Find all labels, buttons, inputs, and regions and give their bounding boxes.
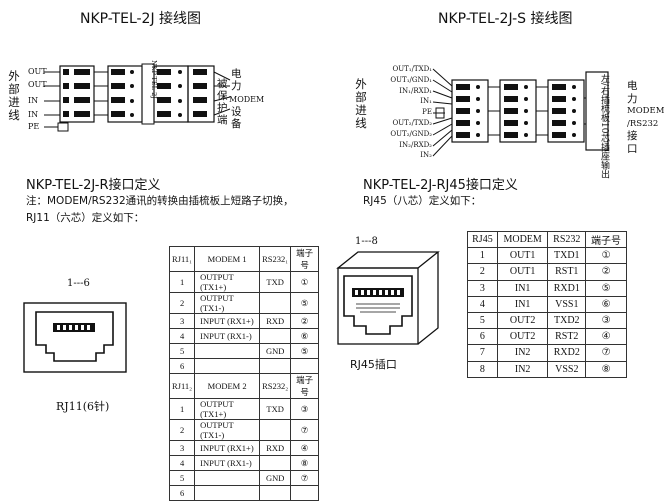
rj11-note-line2: RJ11（六芯）定义如下： <box>26 212 145 224</box>
label-dian: 电 <box>231 68 242 80</box>
right-port-labels: OUT₁/TXD₁ OUT₁/GND₁ IN₁/RXD₁ IN₁ PE OUT₂… <box>374 64 432 161</box>
label-bei: 被 <box>217 78 228 90</box>
left-port-in-2: IN <box>28 110 39 119</box>
th-rj11-2: RJ11₂ <box>168 373 196 399</box>
left-external-input-label: 外部进线 <box>8 69 20 122</box>
th-terminal: 端子号 <box>585 230 627 249</box>
label-hu: 护 <box>217 102 228 114</box>
rj45-table-header: RJ45 MODEM RS232 端子号 <box>467 230 627 249</box>
label-rs232-r: /RS232 <box>627 118 659 129</box>
left-diagram-title: NKP-TEL-2J 接线图 <box>80 11 202 27</box>
port-out1-gnd1: OUT₁/GND₁ <box>390 75 432 84</box>
rj11-caption: RJ11(6针) <box>56 400 110 413</box>
port-out2-txd2: OUT₂/TXD₂ <box>392 118 432 127</box>
th-rs232-2: RS232₂ <box>259 373 292 399</box>
port-in1-rxd1: IN₁/RXD₁ <box>399 86 432 95</box>
rj45-note: RJ45（八芯）定义如下： <box>363 195 482 207</box>
label-dian-r: 电 <box>627 80 638 92</box>
label-bei-device: 备 <box>231 118 242 130</box>
rj11-section-heading: NKP-TEL-2J-R接口定义 <box>26 178 161 193</box>
right-modem-labels: 电 力 MODEM /RS232 接 口 <box>627 80 664 155</box>
label-kou-r: 口 <box>627 142 638 155</box>
left-port-pe: PE <box>28 122 40 131</box>
label-duan: 端 <box>217 114 228 126</box>
left-port-out-2: OUT <box>28 80 47 89</box>
port-in1: IN₁ <box>420 97 432 106</box>
label-bao: 保 <box>217 90 228 102</box>
th-rs232: RS232 <box>547 230 587 249</box>
left-wiring-diagram <box>44 63 231 132</box>
rj45-pin-range: 1---8 <box>355 236 378 247</box>
port-out1-txd1: OUT₁/TXD₁ <box>392 65 432 73</box>
rj11-pin-range: 1---6 <box>67 278 90 289</box>
left-device-label: NKP-TEL-2J <box>150 60 158 99</box>
right-board-label: 左/右插梳板10芯插座输出 <box>599 74 609 179</box>
rj11-note-line1: 注：MODEM/RS232通讯的转换由插梳板上短路子切换， <box>26 195 294 207</box>
right-external-input-label: 外部进线 <box>355 77 367 130</box>
left-port-in-1: IN <box>28 96 39 105</box>
label-she: 设 <box>231 106 242 118</box>
right-diagram-title: NKP-TEL-2J-S 接线图 <box>438 11 573 27</box>
label-modem-r: MODEM <box>627 106 665 116</box>
th-modem: MODEM <box>496 230 549 249</box>
label-jie-r: 接 <box>627 130 638 142</box>
rj11-table1-header: RJ11₁ MODEM 1 RS232₁ 端子号 <box>168 246 319 272</box>
th-modem-1: MODEM 1 <box>194 246 261 272</box>
rj11-jack-drawing <box>23 302 127 373</box>
label-li: 力 <box>231 80 242 92</box>
port-pe: PE <box>422 108 432 117</box>
rj45-section-heading: NKP-TEL-2J-RJ45接口定义 <box>363 178 518 193</box>
th-terminal-2: 端子号 <box>290 373 319 399</box>
table-row: 6 <box>168 485 319 501</box>
port-in2-rxd2: IN₂/RXD₂ <box>399 140 432 149</box>
left-port-out-1: OUT <box>28 67 47 76</box>
label-modem: MODEM <box>229 95 265 104</box>
rj45-jack-drawing <box>336 251 440 345</box>
th-rj45: RJ45 <box>467 230 498 249</box>
right-wiring-diagram <box>432 68 609 157</box>
rj45-caption: RJ45插口 <box>350 358 397 371</box>
port-in2: IN₂ <box>420 151 432 160</box>
port-out2-gnd2: OUT₂/GND₂ <box>390 129 432 138</box>
label-li-r: 力 <box>627 92 638 105</box>
